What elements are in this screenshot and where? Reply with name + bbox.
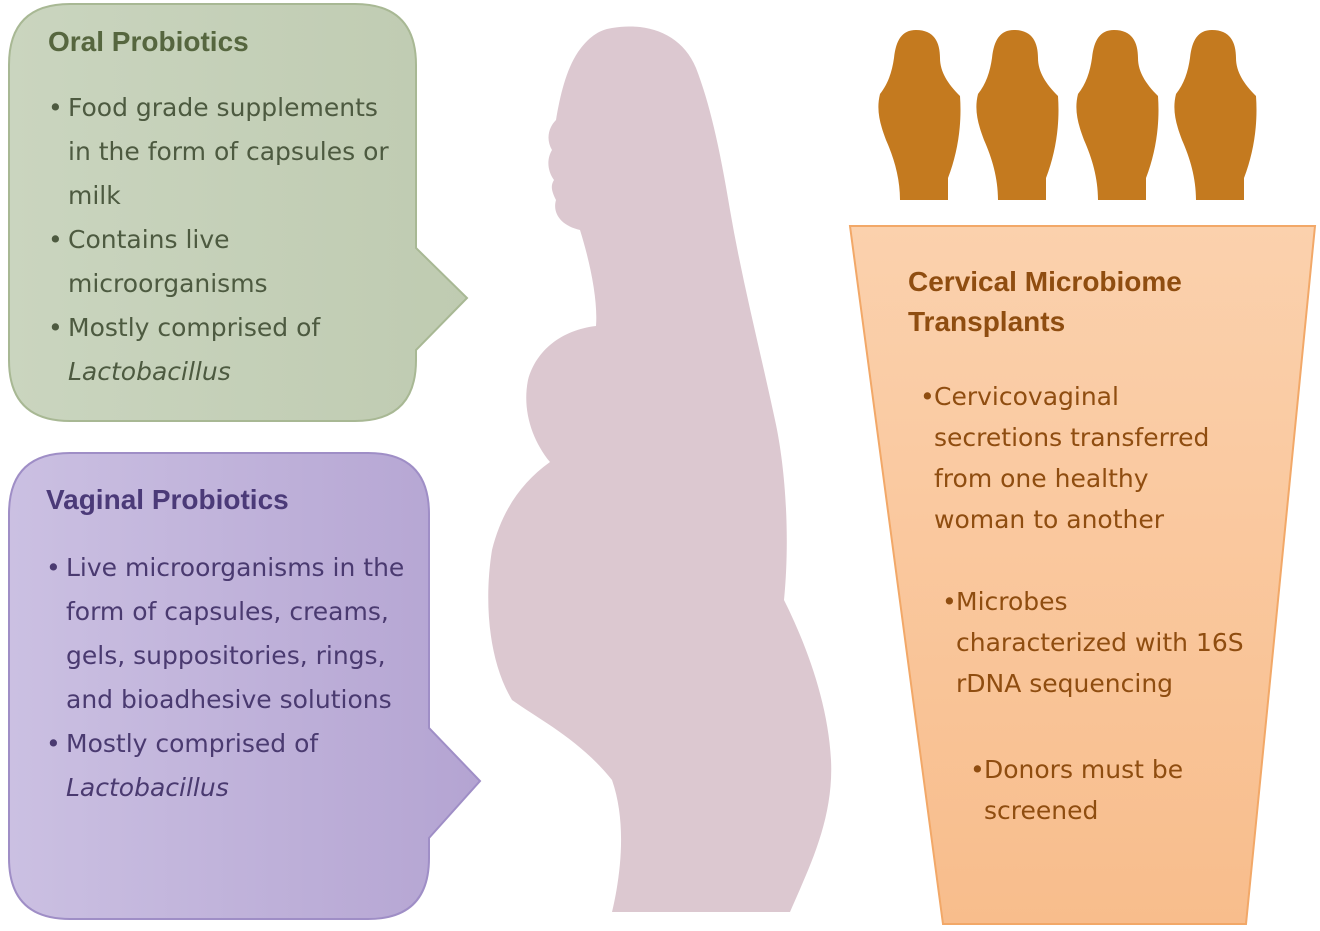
vaginal-probiotics-title: Vaginal Probiotics <box>46 484 289 515</box>
bullet-icon: • <box>48 93 63 122</box>
vaginal-probiotics-bubble <box>8 452 482 920</box>
donor-silhouette-icon <box>1076 30 1159 200</box>
oral-probiotics-bubble <box>8 3 469 422</box>
bullet-icon: • <box>48 225 63 254</box>
bullet-icon: • <box>920 382 935 411</box>
vaginal-probiotics-panel: Vaginal Probiotics •Live microorganisms … <box>46 484 406 810</box>
oral-probiotics-panel: Oral Probiotics •Food grade supplements … <box>48 26 398 394</box>
donor-silhouette-icon <box>1174 30 1257 200</box>
vaginal-probiotics-list: •Live microorganisms in the form of caps… <box>46 546 406 810</box>
list-item: •Food grade supplements in the form of c… <box>48 86 398 218</box>
transplant-title: Cervical Microbiome Transplants <box>908 266 1182 337</box>
list-item: •Cervicovaginal secretions transferred f… <box>920 376 1224 540</box>
oral-probiotics-title: Oral Probiotics <box>48 26 249 57</box>
bullet-icon: • <box>48 313 63 342</box>
list-item: •Live microorganisms in the form of caps… <box>46 546 406 722</box>
donor-silhouette-icon <box>878 30 961 200</box>
list-item: •Donors must be screened <box>970 749 1214 831</box>
list-item: •Microbes characterized with 16S rDNA se… <box>942 581 1246 704</box>
bullet-icon: • <box>46 553 61 582</box>
list-item: •Contains live microorganisms <box>48 218 398 306</box>
bullet-icon: • <box>970 755 985 784</box>
transplant-panel: Cervical Microbiome Transplants <box>908 262 1248 342</box>
oral-probiotics-list: •Food grade supplements in the form of c… <box>48 86 398 394</box>
donor-silhouettes <box>878 30 1257 200</box>
transplant-funnel <box>848 225 1317 925</box>
donor-silhouette-icon <box>976 30 1059 200</box>
bullet-icon: • <box>46 729 61 758</box>
pregnant-woman-silhouette <box>488 26 832 913</box>
bullet-icon: • <box>942 587 957 616</box>
